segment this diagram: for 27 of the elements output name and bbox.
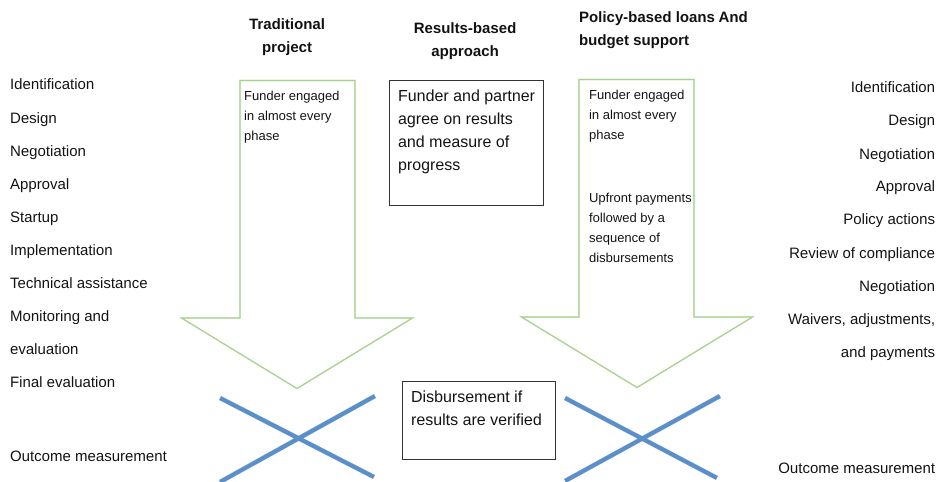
phase-label: Design [10, 109, 57, 129]
phase-label: Implementation [10, 241, 113, 261]
phase-label: Policy actions [843, 210, 935, 230]
phase-label: Identification [850, 78, 935, 98]
arrow-text: Upfront payments followed by a sequence of disbursements [589, 189, 693, 267]
phase-label: Outcome measurement [10, 447, 167, 467]
phase-label: Monitoring and evaluation [10, 307, 110, 360]
text-box: Funder and partner agree on results and measure of progress [389, 80, 544, 206]
phase-label: Technical assistance [10, 274, 148, 294]
phase-label: Negotiation [859, 145, 935, 165]
phase-label: Approval [10, 175, 70, 195]
phase-label: Design [888, 111, 935, 131]
phase-label: Outcome measurement [778, 459, 935, 479]
phase-label: Identification [10, 75, 94, 95]
column-heading: Results-based approach [412, 19, 518, 62]
phase-label: Waivers, adjustments, and payments [787, 310, 935, 363]
text-box: Disbursement if results are verified [402, 381, 556, 460]
phase-label: Negotiation [859, 277, 935, 297]
arrow-text: Funder engaged in almost every phase [589, 86, 686, 144]
phase-label: Startup [10, 208, 58, 228]
column-heading: Policy-based loans And budget support [579, 8, 749, 51]
phase-label: Negotiation [10, 142, 86, 162]
phase-label: Approval [876, 177, 935, 197]
phase-label: Review of compliance [789, 244, 935, 264]
column-heading: Traditional project [248, 15, 326, 58]
arrow-text: Funder engaged in almost every phase [244, 87, 340, 145]
phase-label: Final evaluation [10, 373, 116, 393]
